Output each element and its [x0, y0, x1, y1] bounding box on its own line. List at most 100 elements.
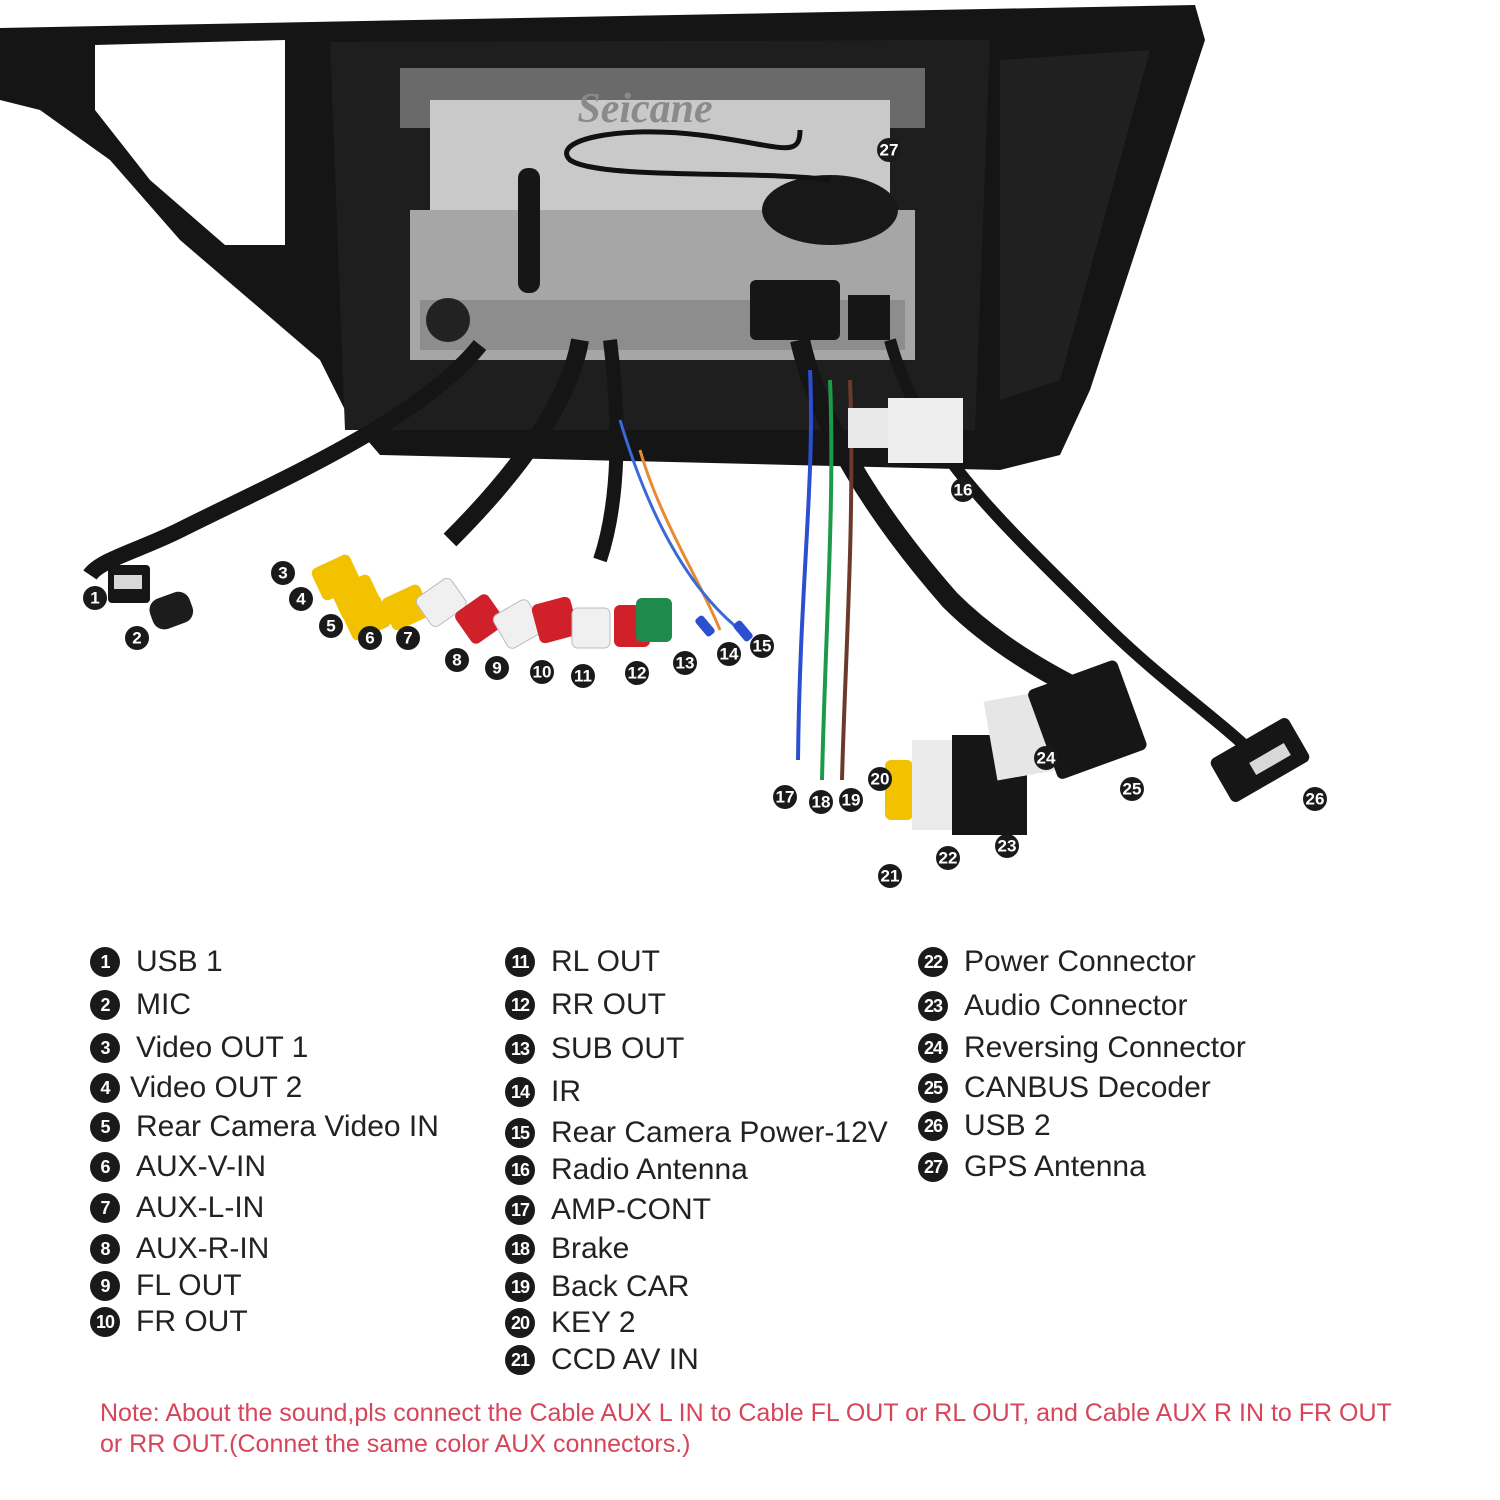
number-badge: 9: [90, 1271, 120, 1301]
svg-text:6: 6: [365, 629, 374, 648]
canbus-decoder: [1028, 660, 1147, 779]
svg-text:18: 18: [812, 793, 831, 812]
legend-label: IR: [551, 1075, 581, 1108]
number-badge: 20: [505, 1308, 535, 1338]
svg-text:17: 17: [776, 788, 795, 807]
number-badge: 7: [90, 1193, 120, 1223]
legend-item-26: 26 USB 2: [918, 1109, 1051, 1142]
wire-orange: [638, 449, 722, 631]
callout-1: 1: [83, 586, 107, 610]
sound-connection-note: Note: About the sound,pls connect the Ca…: [100, 1399, 1392, 1458]
gps-cable: [564, 129, 831, 183]
product-photo: Seicane 1: [0, 5, 1327, 888]
callout-27: 27: [877, 138, 901, 162]
svg-text:9: 9: [492, 659, 501, 678]
callout-25: 25: [1120, 777, 1144, 801]
legend-item-9: 9 FL OUT: [90, 1269, 242, 1302]
legend-label: AMP-CONT: [551, 1193, 711, 1226]
number-badge: 11: [505, 947, 535, 977]
svg-text:12: 12: [628, 664, 647, 683]
legend-item-5: 5 Rear Camera Video IN: [90, 1110, 439, 1143]
legend-label: AUX-L-IN: [136, 1191, 265, 1224]
callout-18: 18: [809, 790, 833, 814]
svg-text:7: 7: [403, 629, 412, 648]
number-badge: 1: [90, 947, 120, 977]
usb-port-block: [848, 295, 890, 340]
number-badge: 18: [505, 1234, 535, 1264]
svg-text:22: 22: [939, 849, 958, 868]
svg-text:25: 25: [1123, 780, 1142, 799]
legend-item-25: 25 CANBUS Decoder: [918, 1071, 1211, 1104]
number-badge: 10: [90, 1307, 120, 1337]
svg-text:24: 24: [1037, 749, 1056, 768]
legend-item-13: 13 SUB OUT: [505, 1032, 685, 1065]
number-badge: 23: [918, 991, 948, 1021]
number-badge: 13: [505, 1034, 535, 1064]
legend-item-1: 1 USB 1: [90, 945, 223, 978]
callout-3: 3: [271, 561, 295, 585]
number-badge: 17: [505, 1195, 535, 1225]
legend-label: CCD AV IN: [551, 1343, 699, 1376]
power-connector: [912, 740, 952, 830]
legend-item-17: 17 AMP-CONT: [505, 1193, 711, 1226]
callout-9: 9: [485, 656, 509, 680]
legend-label: USB 2: [964, 1109, 1051, 1142]
callout-11: 11: [571, 664, 595, 688]
legend-label: USB 1: [136, 945, 223, 978]
wire-blue2: [618, 419, 741, 632]
white-connector-b: [888, 398, 963, 463]
legend-label: RR OUT: [551, 988, 666, 1021]
legend-label: FL OUT: [136, 1269, 242, 1302]
legend-item-10: 10 FR OUT: [90, 1305, 248, 1338]
legend-label: AUX-V-IN: [136, 1150, 267, 1183]
legend-label: Rear Camera Power-12V: [551, 1116, 888, 1149]
main-connector: [750, 280, 840, 340]
legend-item-7: 7 AUX-L-IN: [90, 1191, 265, 1224]
callout-10: 10: [530, 660, 554, 684]
svg-text:4: 4: [296, 590, 306, 609]
ir-wire-end: [695, 615, 715, 637]
harness-mid2: [593, 339, 624, 563]
harness-mid: [443, 338, 589, 547]
legend-label: Radio Antenna: [551, 1153, 748, 1186]
number-badge: 3: [90, 1033, 120, 1063]
mic-jack: [149, 591, 194, 630]
callout-2: 2: [125, 626, 149, 650]
power12v-wire-end: [733, 620, 753, 642]
legend-label: FR OUT: [136, 1305, 248, 1338]
wifi-antenna: [518, 168, 540, 293]
callout-14: 14: [717, 642, 741, 666]
usb2-port: [1249, 742, 1291, 776]
number-badge: 27: [918, 1152, 948, 1182]
legend-label: Reversing Connector: [964, 1031, 1246, 1064]
number-badge: 25: [918, 1073, 948, 1103]
legend-label: Rear Camera Video IN: [136, 1110, 439, 1143]
number-badge: 22: [918, 947, 948, 977]
callout-19: 19: [839, 788, 863, 812]
callout-26: 26: [1303, 787, 1327, 811]
legend-label: SUB OUT: [551, 1032, 685, 1065]
callout-22: 22: [936, 846, 960, 870]
svg-text:27: 27: [880, 141, 899, 160]
legend-label: KEY 2: [551, 1306, 636, 1339]
svg-text:1: 1: [90, 589, 99, 608]
number-badge: 8: [90, 1234, 120, 1264]
usb1-port: [114, 575, 142, 589]
radio-antenna-jack: [426, 298, 470, 342]
svg-text:23: 23: [998, 837, 1017, 856]
number-badge: 26: [918, 1111, 948, 1141]
number-badge: 5: [90, 1112, 120, 1142]
legend-label: CANBUS Decoder: [964, 1071, 1211, 1104]
callout-12: 12: [625, 661, 649, 685]
